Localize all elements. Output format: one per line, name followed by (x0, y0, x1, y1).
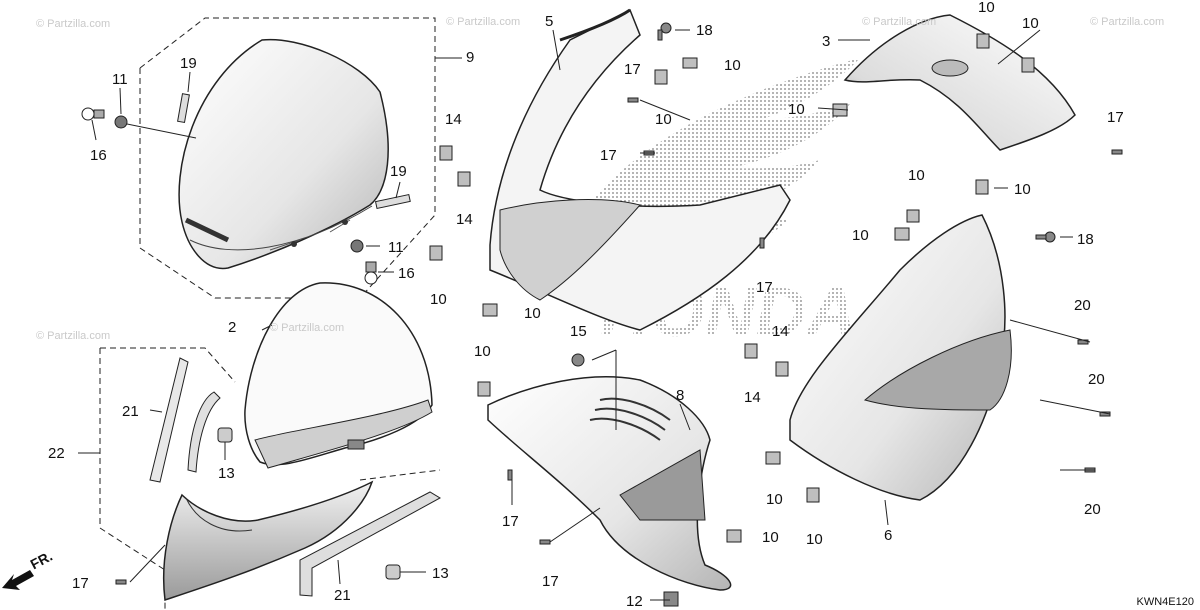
part-22-lower-cowl-assembly (78, 347, 441, 610)
part-13-clip (385, 564, 426, 580)
part-21-strip (149, 357, 189, 483)
part-19-strip (177, 93, 190, 124)
part-3-upper-cover (838, 14, 1076, 151)
callout-22: 22 (48, 445, 65, 462)
leader-line (91, 119, 97, 141)
front-direction-arrow-icon (2, 570, 34, 590)
callout-10: 10 (724, 57, 741, 74)
callout-19: 19 (390, 163, 407, 180)
callout-16: 16 (90, 147, 107, 164)
watermark: © Partzilla.com (36, 18, 111, 30)
callout-10: 10 (1014, 181, 1031, 198)
part-11-washer (350, 239, 364, 253)
callout-17: 17 (756, 279, 773, 296)
callout-20: 20 (1088, 371, 1105, 388)
watermark: © Partzilla.com (270, 322, 345, 334)
callout-20: 20 (1084, 501, 1101, 518)
callout-17: 17 (1107, 109, 1124, 126)
callout-19: 19 (180, 55, 197, 72)
part-6-side-cover (789, 214, 1012, 526)
callout-12: 12 (626, 593, 643, 610)
callout-3: 3 (822, 33, 831, 50)
callout-10: 10 (1022, 15, 1039, 32)
callout-5: 5 (545, 13, 554, 30)
callout-11: 11 (388, 239, 404, 256)
callout-10: 10 (655, 111, 672, 128)
callout-20: 20 (1074, 297, 1091, 314)
part-2-inner-windscreen (244, 282, 433, 469)
callout-10: 10 (762, 529, 779, 546)
callout-14: 14 (456, 211, 473, 228)
callout-17: 17 (600, 147, 617, 164)
callout-17: 17 (72, 575, 89, 592)
watermark: © Partzilla.com (36, 330, 111, 342)
callout-13: 13 (218, 465, 235, 482)
callout-6: 6 (884, 527, 893, 544)
leader-line (395, 181, 401, 199)
callout-2: 2 (228, 319, 237, 336)
watermark: © Partzilla.com (446, 16, 521, 28)
leader-line (119, 87, 122, 115)
diagram-reference-code: KWN4E120 (1136, 596, 1194, 608)
callout-14: 14 (772, 323, 789, 340)
callout-21: 21 (334, 587, 351, 604)
part-16-bolt (364, 261, 378, 285)
callout-14: 14 (744, 389, 761, 406)
part-16-bolt (81, 107, 105, 121)
callout-10: 10 (430, 291, 447, 308)
callout-10: 10 (806, 531, 823, 548)
part-21-strip (299, 491, 442, 597)
callout-10: 10 (852, 227, 869, 244)
callout-10: 10 (766, 491, 783, 508)
part-8-lower-inner-panel (487, 376, 732, 591)
leader-line (126, 123, 197, 139)
callout-18: 18 (1077, 231, 1094, 248)
callout-9: 9 (466, 49, 475, 66)
callout-15: 15 (570, 323, 587, 340)
watermark: © Partzilla.com (862, 16, 937, 28)
part-13-clip (217, 427, 233, 460)
callout-11: 11 (112, 71, 128, 88)
callout-14: 14 (445, 111, 462, 128)
callout-18: 18 (696, 22, 713, 39)
callout-17: 17 (502, 513, 519, 530)
callout-17: 17 (624, 61, 641, 78)
fastener-clips (429, 33, 1035, 543)
callout-10: 10 (524, 305, 541, 322)
leader-lines (129, 29, 1111, 601)
part-11-washer (114, 115, 128, 129)
callout-16: 16 (398, 265, 415, 282)
callout-10: 10 (788, 101, 805, 118)
callout-10: 10 (908, 167, 925, 184)
callout-21: 21 (122, 403, 139, 420)
callout-10: 10 (978, 0, 995, 16)
part-19-strip (374, 193, 411, 210)
leader-line (187, 71, 191, 93)
callout-8: 8 (676, 387, 685, 404)
callout-10: 10 (474, 343, 491, 360)
callout-17: 17 (542, 573, 559, 590)
watermark: © Partzilla.com (1090, 16, 1165, 28)
part-5-inner-fairing (489, 8, 791, 331)
callout-13: 13 (432, 565, 449, 582)
part-21-strip (187, 391, 221, 473)
